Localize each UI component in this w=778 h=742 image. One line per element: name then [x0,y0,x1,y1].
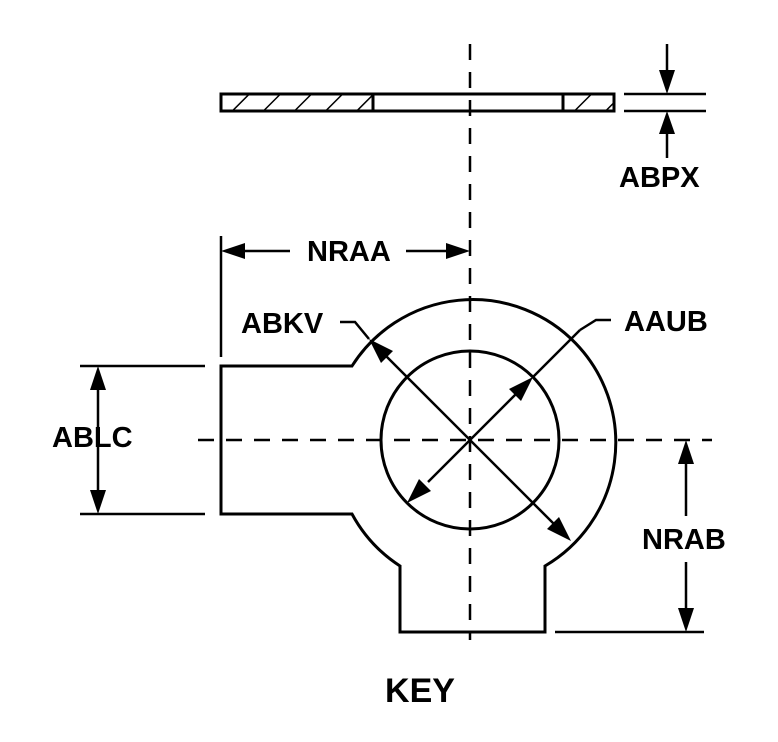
abkv-label: ABKV [241,308,324,340]
aaub-label: AAUB [624,306,708,338]
abpx-arrow-down [659,70,675,94]
side-view [219,92,616,113]
ablc-label: ABLC [52,422,133,454]
hatched-section-left [219,92,375,113]
aaub-arrow-lower [407,479,431,503]
abkv-leader [340,320,370,340]
aaub-leader-ext [532,329,581,378]
nrab-arrow-down [678,608,694,632]
abpx-arrow-up [659,111,675,134]
nrab-arrow-up [678,440,694,464]
key-outline [219,298,618,634]
ablc-arrow-down [90,490,106,514]
aaub-diagonal [427,393,517,483]
abkv-arrow-upper [369,339,393,363]
nraa-arrow-left [221,243,245,259]
nraa-arrow-right [446,243,470,259]
aaub-leader [579,318,611,332]
nrab-label: NRAB [642,524,726,556]
abkv-arrow-lower [547,517,571,541]
aaub-arrow-upper [509,377,533,401]
abpx-label: ABPX [619,162,700,194]
nraa-label: NRAA [307,236,391,268]
ablc-arrow-up [90,366,106,390]
drawing-title: KEY [385,672,455,710]
key-bore-circle [379,349,561,531]
hatched-section-right [561,92,616,113]
